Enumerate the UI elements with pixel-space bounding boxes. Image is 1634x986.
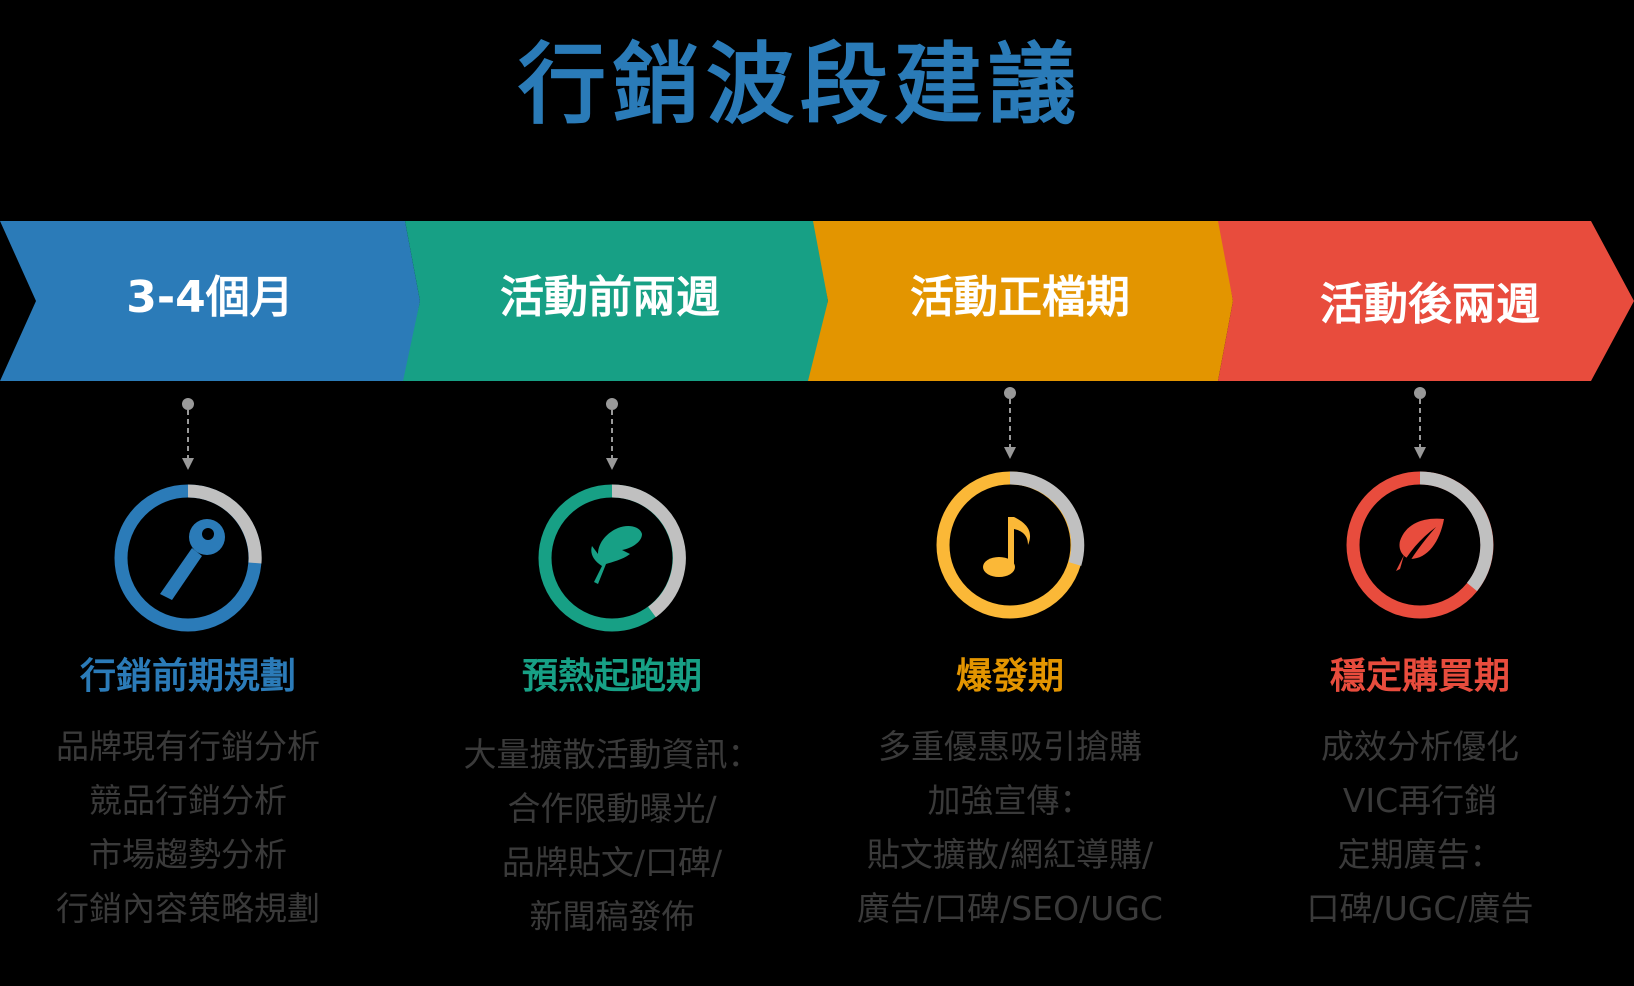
connector-2 (606, 398, 618, 470)
description-line: 貼文擴散/網紅導購/ (866, 835, 1154, 874)
stage-description-1: 品牌現有行銷分析 競品行銷分析 市場趨勢分析 行銷內容策略規劃 (0, 720, 398, 936)
period-label-3: 活動正檔期 (910, 272, 1130, 323)
description-line: 競品行銷分析 (89, 781, 287, 820)
stage-description-2: 大量擴散活動資訊： 合作限動曝光/ 品牌貼文/口碑/ 新聞稿發佈 (402, 728, 822, 944)
description-line: 品牌貼文/口碑/ (501, 843, 723, 882)
description-line: 定期廣告： (1337, 835, 1503, 874)
feather-icon (591, 526, 642, 584)
connector-3 (1004, 387, 1016, 459)
stage-name-1: 行銷前期規劃 (79, 656, 296, 697)
music-note-icon (983, 517, 1031, 577)
segment-orange (808, 221, 1233, 381)
leaf-icon (1396, 518, 1444, 571)
segment-blue (0, 221, 420, 381)
description-line: 市場趨勢分析 (89, 835, 287, 874)
description-line: 加強宣傳： (927, 781, 1093, 820)
description-line: 多重優惠吸引搶購 (878, 727, 1142, 766)
progress-ring-4 (1346, 471, 1494, 619)
key-icon (160, 519, 225, 600)
segment-red (1218, 221, 1634, 381)
connector-4 (1414, 387, 1426, 459)
description-line: 合作限動曝光/ (507, 789, 717, 828)
period-label-2: 活動前兩週 (500, 272, 720, 323)
stage-name-3: 爆發期 (955, 656, 1064, 697)
progress-ring-1 (114, 484, 262, 632)
description-line: 新聞稿發佈 (529, 897, 695, 936)
segment-teal (403, 221, 828, 381)
page-title: 行銷波段建議 (517, 33, 1082, 136)
description-line: VIC再行銷 (1342, 781, 1498, 820)
connector-1 (182, 398, 194, 470)
timeline-banner (0, 221, 1634, 381)
description-line: 成效分析優化 (1321, 727, 1519, 766)
period-label-4: 活動後兩週 (1320, 279, 1540, 330)
progress-ring-3 (936, 471, 1085, 619)
description-line: 廣告/口碑/SEO/UGC (857, 889, 1163, 928)
description-line: 口碑/UGC/廣告 (1306, 889, 1534, 928)
stage-description-4: 成效分析優化 VIC再行銷 定期廣告： 口碑/UGC/廣告 (1210, 720, 1630, 936)
period-label-1: 3-4個月 (126, 272, 294, 323)
stage-name-4: 穩定購買期 (1329, 656, 1510, 697)
description-line: 行銷內容策略規劃 (56, 889, 320, 928)
stage-name-2: 預熱起跑期 (521, 656, 702, 697)
description-line: 大量擴散活動資訊： (463, 735, 761, 774)
description-line: 品牌現有行銷分析 (56, 727, 320, 766)
stage-description-3: 多重優惠吸引搶購 加強宣傳： 貼文擴散/網紅導購/ 廣告/口碑/SEO/UGC (800, 720, 1220, 936)
progress-ring-2 (538, 484, 686, 632)
